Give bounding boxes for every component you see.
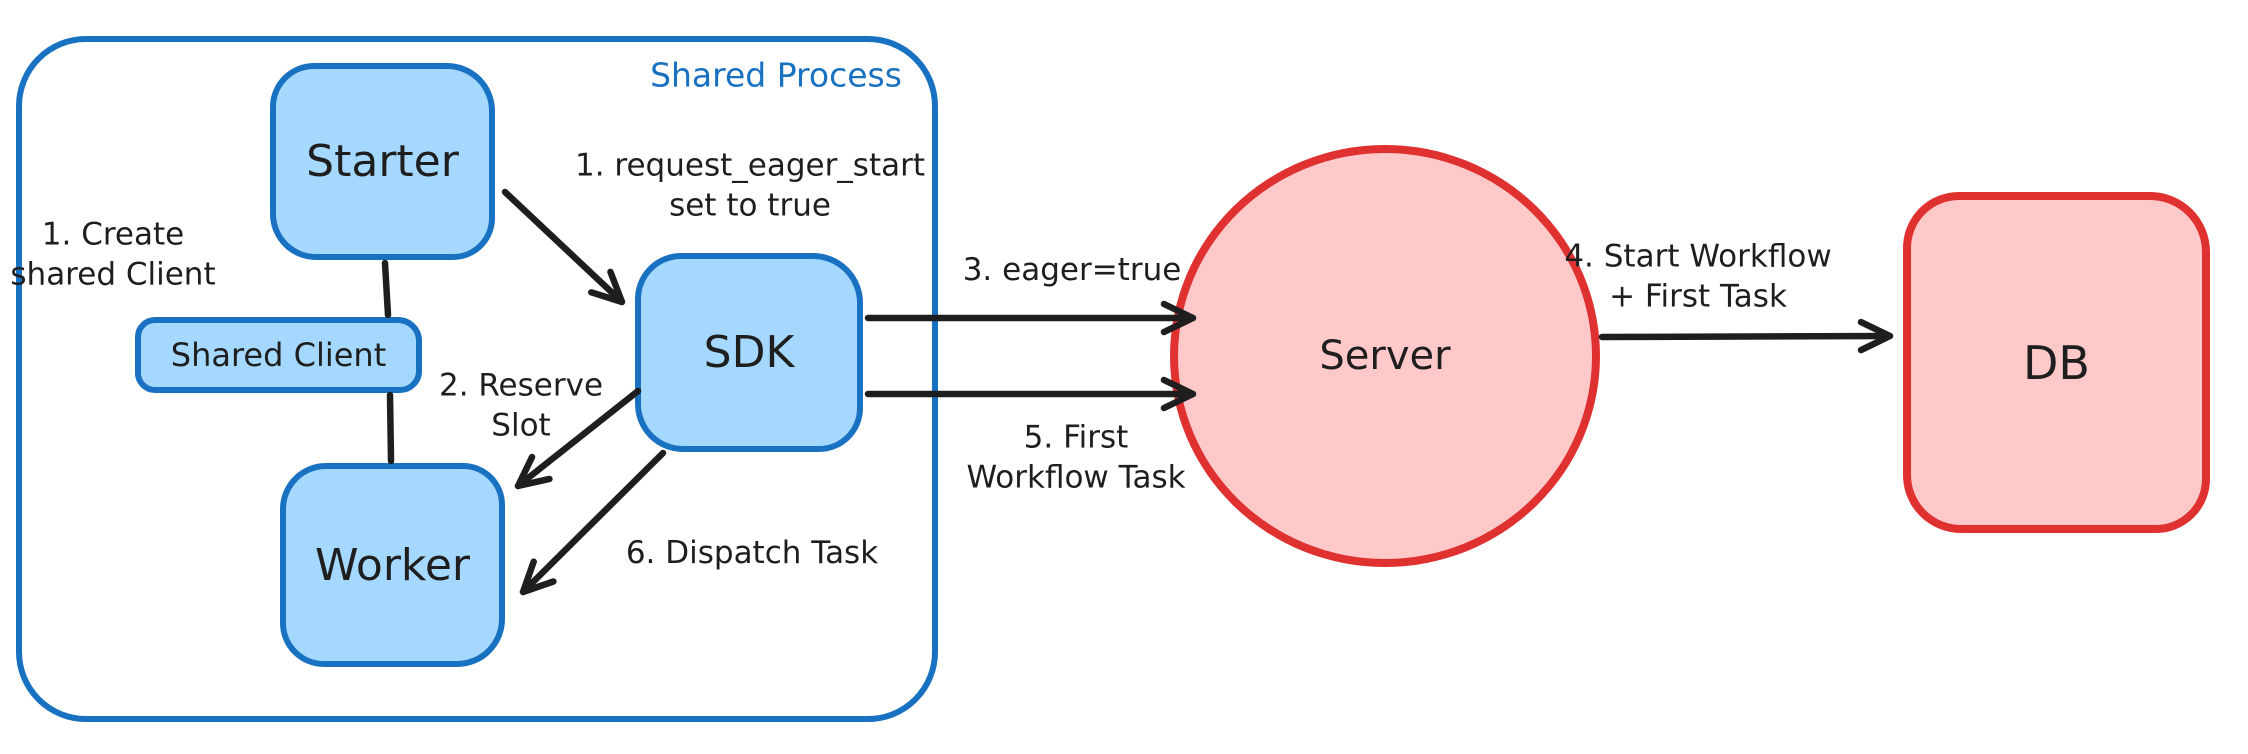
node-server-label: Server [1319, 333, 1451, 379]
node-sdk-label: SDK [703, 327, 795, 378]
edge-label-reserve-slot: 2. Reserve Slot [438, 367, 604, 444]
node-sdk: SDK [635, 253, 863, 452]
node-server: Server [1170, 145, 1600, 567]
edge-label-start-workflow-first-task: 4. Start Workflow + First Task [1564, 238, 1832, 315]
node-worker-label: Worker [314, 539, 470, 591]
edge-label-eager-true: 3. eager=true [962, 251, 1182, 288]
edge-label-create-shared-client: 1. Create shared Client [10, 216, 216, 293]
shared-process-group-box [16, 36, 938, 722]
edge-server-db-arrow [1598, 336, 1894, 337]
edge-label-first-workflow-task: 5. First Workflow Task [966, 419, 1186, 496]
edge-label-request-eager-start: 1. request_eager_start set to true [574, 147, 926, 224]
node-db: DB [1903, 192, 2210, 533]
node-shared-client: Shared Client [135, 317, 422, 393]
node-db-label: DB [2023, 335, 2090, 390]
edge-label-dispatch-task: 6. Dispatch Task [625, 534, 879, 571]
node-worker: Worker [280, 463, 505, 667]
node-shared-client-label: Shared Client [170, 336, 387, 374]
node-starter-label: Starter [306, 136, 459, 187]
shared-process-label: Shared Process [650, 55, 902, 95]
node-starter: Starter [270, 63, 495, 260]
